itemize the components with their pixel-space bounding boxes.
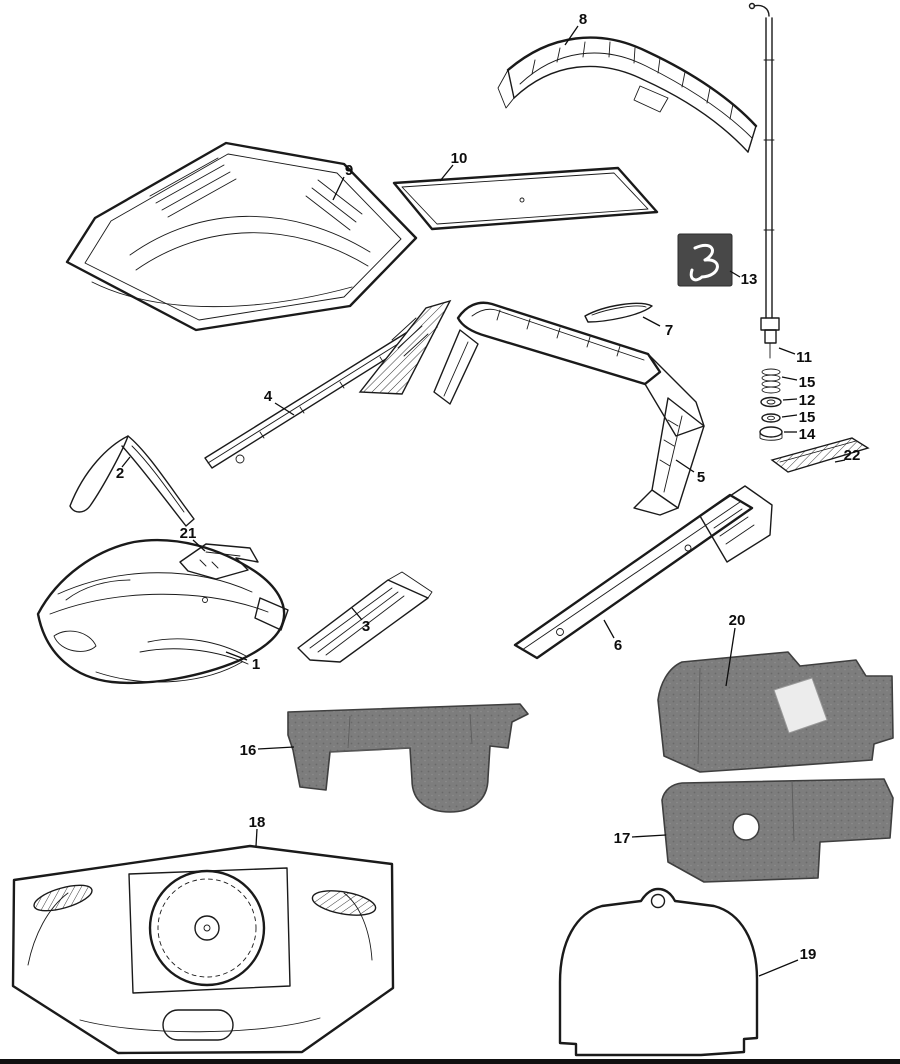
front-carpet xyxy=(287,703,529,813)
trunk-mat xyxy=(558,887,759,1057)
antenna-washer-12 xyxy=(760,396,782,408)
callout-label: 21 xyxy=(180,525,197,542)
callout-label: 6 xyxy=(614,637,622,654)
callout-10: 10 xyxy=(439,150,468,182)
callout-18: 18 xyxy=(249,814,266,847)
emblem-decal xyxy=(677,233,733,287)
callout-12: 12 xyxy=(782,392,816,409)
rear-carpet xyxy=(657,651,894,773)
rocker-panel xyxy=(513,485,773,660)
callout-label: 18 xyxy=(249,814,266,831)
callout-15a: 15 xyxy=(781,374,816,391)
callout-17: 17 xyxy=(614,830,667,847)
callout-9: 9 xyxy=(332,162,353,201)
antenna-mast xyxy=(748,2,780,359)
callout-label: 16 xyxy=(240,742,257,759)
callout-label: 7 xyxy=(665,322,673,339)
callout-label: 20 xyxy=(729,612,746,629)
scan-edge-artifact xyxy=(0,1059,900,1064)
a-pillar-panel xyxy=(633,397,705,516)
callout-label: 10 xyxy=(451,150,468,167)
front-fascia xyxy=(36,538,289,685)
callout-label: 17 xyxy=(614,830,631,847)
small-bracket xyxy=(179,543,259,580)
callout-8: 8 xyxy=(564,11,587,46)
callout-2: 2 xyxy=(116,456,131,482)
callout-label: 22 xyxy=(844,447,861,464)
flat-panel xyxy=(392,166,659,231)
right-slot xyxy=(311,890,377,916)
callout-label: 14 xyxy=(799,426,816,443)
callout-label: 12 xyxy=(799,392,816,409)
carpet-hole xyxy=(732,813,760,841)
callout-7: 7 xyxy=(642,316,673,339)
callout-1: 1 xyxy=(225,651,260,673)
callout-22: 22 xyxy=(834,447,861,464)
callout-label: 15 xyxy=(799,409,816,426)
callout-label: 5 xyxy=(697,469,705,486)
carpet-label-patch xyxy=(773,677,828,734)
firewall-panel xyxy=(11,844,395,1055)
corner-trim xyxy=(69,435,195,527)
callout-label: 11 xyxy=(796,349,812,366)
callout-21: 21 xyxy=(180,525,206,552)
callout-label: 2 xyxy=(116,465,124,482)
left-slot xyxy=(33,884,93,912)
rear-cowl-panel xyxy=(497,36,758,153)
sill-bracket xyxy=(770,437,870,473)
callout-4: 4 xyxy=(264,388,295,416)
callout-5: 5 xyxy=(675,459,705,486)
side-rail xyxy=(204,299,452,469)
callout-label: 15 xyxy=(799,374,816,391)
callout-3: 3 xyxy=(351,607,370,635)
callout-6: 6 xyxy=(603,619,622,654)
bottom-oval-cutout xyxy=(162,1009,234,1041)
callout-label: 1 xyxy=(252,656,260,673)
antenna-assembly xyxy=(748,2,783,441)
trim-strip xyxy=(584,302,653,323)
hood-panel xyxy=(65,141,418,332)
prancing-emblem-icon xyxy=(689,243,719,282)
callout-14: 14 xyxy=(784,426,816,443)
callout-label: 19 xyxy=(800,946,817,963)
speaker-ring xyxy=(148,869,266,987)
callout-20: 20 xyxy=(725,612,746,687)
callout-label: 13 xyxy=(741,271,758,288)
wedge-panel xyxy=(297,571,433,663)
callout-label: 4 xyxy=(264,388,273,405)
cowl-frame xyxy=(433,301,705,437)
callout-label: 9 xyxy=(345,162,353,179)
callout-13: 13 xyxy=(729,270,758,288)
antenna-nut-14 xyxy=(759,426,783,441)
callout-16: 16 xyxy=(240,742,295,759)
floor-carpet xyxy=(661,778,894,883)
callout-11: 11 xyxy=(778,347,812,366)
callout-label: 3 xyxy=(362,618,370,635)
callout-15b: 15 xyxy=(781,409,816,426)
antenna-washer-15 xyxy=(761,413,781,423)
callout-label: 8 xyxy=(579,11,587,28)
antenna-spring xyxy=(761,368,781,394)
callout-19: 19 xyxy=(758,946,817,977)
